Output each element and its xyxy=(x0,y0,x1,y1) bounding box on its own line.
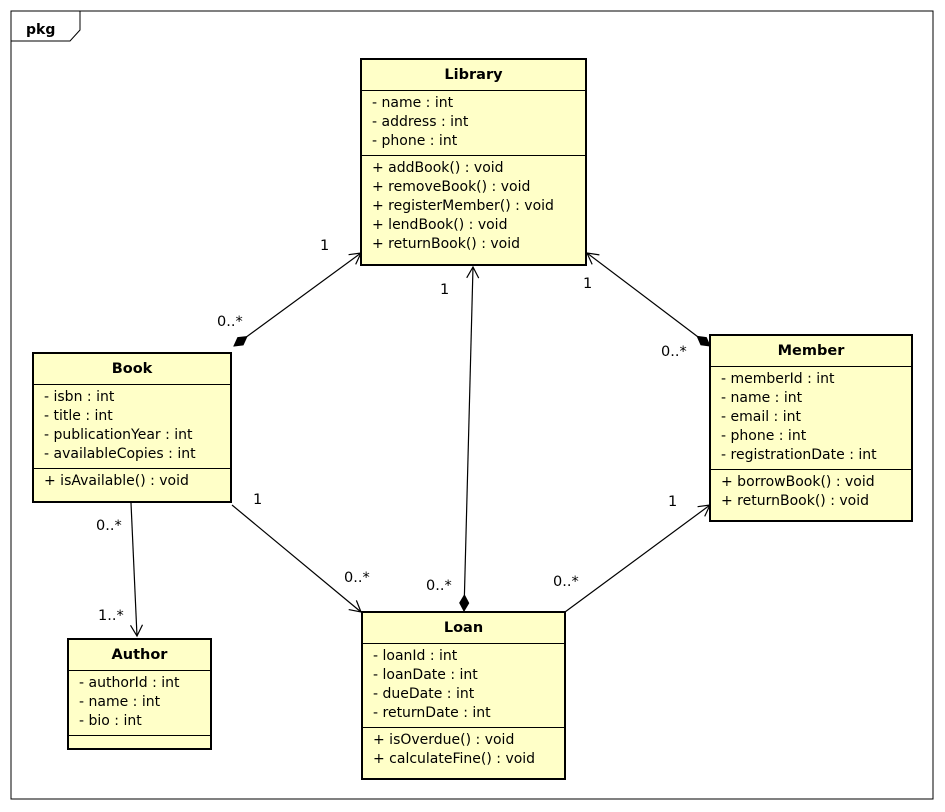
attribute-section: - memberId : int - name : int - email : … xyxy=(711,367,911,469)
operation-section: + isOverdue() : void + calculateFine() :… xyxy=(363,727,564,773)
multiplicity-label: 1 xyxy=(320,238,330,254)
package-label: pkg xyxy=(26,22,56,38)
attribute-section: - authorId : int - name : int - bio : in… xyxy=(69,671,210,735)
operation: + returnBook() : void xyxy=(372,236,520,252)
operation-section xyxy=(69,735,210,748)
attribute: - address : int xyxy=(372,114,469,130)
attribute: - dueDate : int xyxy=(373,686,475,702)
operation: + addBook() : void xyxy=(372,160,504,176)
operation: + calculateFine() : void xyxy=(373,751,536,767)
attribute: - loanDate : int xyxy=(373,667,478,683)
attribute: - name : int xyxy=(721,390,803,406)
multiplicity-label: 1..* xyxy=(98,608,124,624)
class-library[interactable]: Library - name : int - address : int - p… xyxy=(360,58,587,266)
attribute: - returnDate : int xyxy=(373,705,491,721)
book-loan-association xyxy=(231,504,362,613)
operation: + isOverdue() : void xyxy=(373,732,515,748)
attribute: - name : int xyxy=(79,694,161,710)
multiplicity-label: 0..* xyxy=(553,574,579,590)
class-name: Loan xyxy=(363,613,564,644)
class-author[interactable]: Author - authorId : int - name : int - b… xyxy=(67,638,212,750)
multiplicity-label: 0..* xyxy=(217,314,243,330)
library-book-association xyxy=(234,253,361,346)
attribute: - phone : int xyxy=(721,428,807,444)
attribute-section: - name : int - address : int - phone : i… xyxy=(362,91,585,155)
package-tab xyxy=(11,10,81,42)
attribute: - bio : int xyxy=(79,713,142,729)
class-name: Member xyxy=(711,336,911,367)
multiplicity-label: 0..* xyxy=(426,578,452,594)
library-loan-association xyxy=(464,267,473,611)
multiplicity-label: 1 xyxy=(668,494,678,510)
attribute: - memberId : int xyxy=(721,371,835,387)
multiplicity-label: 0..* xyxy=(344,570,370,586)
class-name: Library xyxy=(362,60,585,91)
attribute: - loanId : int xyxy=(373,648,458,664)
class-book[interactable]: Book - isbn : int - title : int - public… xyxy=(32,352,232,503)
book-author-association xyxy=(123,491,144,638)
multiplicity-label: 0..* xyxy=(661,344,687,360)
package-border xyxy=(10,10,934,800)
multiplicity-label: 0..* xyxy=(96,518,122,534)
attribute: - isbn : int xyxy=(44,389,115,405)
class-loan[interactable]: Loan - loanId : int - loanDate : int - d… xyxy=(361,611,566,780)
operation-section: + addBook() : void + removeBook() : void… xyxy=(362,155,585,258)
attribute: - authorId : int xyxy=(79,675,180,691)
library-member-association xyxy=(587,253,710,346)
attribute-section: - isbn : int - title : int - publication… xyxy=(34,385,230,468)
attribute: - phone : int xyxy=(372,133,458,149)
operation: + registerMember() : void xyxy=(372,198,554,214)
attribute: - availableCopies : int xyxy=(44,446,196,462)
multiplicity-label: 1 xyxy=(253,492,263,508)
attribute: - registrationDate : int xyxy=(721,447,877,463)
operation-section: + borrowBook() : void + returnBook() : v… xyxy=(711,469,911,515)
operation: + lendBook() : void xyxy=(372,217,508,233)
loan-member-association xyxy=(564,504,712,613)
attribute: - title : int xyxy=(44,408,113,424)
multiplicity-label: 1 xyxy=(440,282,450,298)
operation: + borrowBook() : void xyxy=(721,474,875,490)
class-name: Author xyxy=(69,640,210,671)
multiplicity-label: 1 xyxy=(583,276,593,292)
class-member[interactable]: Member - memberId : int - name : int - e… xyxy=(709,334,913,522)
operation: + removeBook() : void xyxy=(372,179,531,195)
operation-section: + isAvailable() : void xyxy=(34,468,230,495)
class-name: Book xyxy=(34,354,230,385)
attribute: - email : int xyxy=(721,409,801,425)
attribute-section: - loanId : int - loanDate : int - dueDat… xyxy=(363,644,564,727)
operation: + isAvailable() : void xyxy=(44,473,189,489)
attribute: - name : int xyxy=(372,95,454,111)
operation: + returnBook() : void xyxy=(721,493,869,509)
attribute: - publicationYear : int xyxy=(44,427,193,443)
